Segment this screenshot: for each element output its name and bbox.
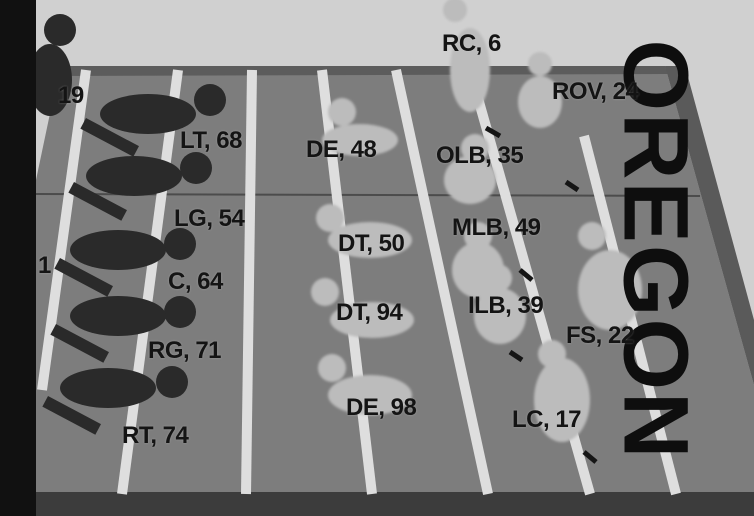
label-lc: LC, 17: [512, 406, 581, 434]
label-left-cut: 19: [58, 82, 84, 110]
label-mlb: MLB, 49: [452, 214, 541, 242]
label-rg: RG, 71: [148, 337, 221, 365]
label-dt-bottom: DT, 94: [336, 299, 402, 327]
label-fs: FS, 22: [566, 322, 634, 350]
label-left-edge: 1: [38, 252, 51, 280]
label-c: C, 64: [168, 268, 223, 296]
label-de-top: DE, 48: [306, 136, 376, 164]
left-border: [0, 0, 36, 516]
label-de-bottom: DE, 98: [346, 394, 416, 422]
yard-line: [246, 70, 252, 494]
label-dt-top: DT, 50: [338, 230, 404, 258]
label-rc: RC, 6: [442, 30, 501, 58]
label-lg: LG, 54: [174, 205, 244, 233]
label-lt: LT, 68: [180, 127, 242, 155]
label-rov: ROV, 24: [552, 78, 638, 106]
field-bottom-band: [36, 492, 754, 516]
label-rt: RT, 74: [122, 422, 188, 450]
label-ilb: ILB, 39: [468, 292, 543, 320]
label-olb: OLB, 35: [436, 142, 523, 170]
